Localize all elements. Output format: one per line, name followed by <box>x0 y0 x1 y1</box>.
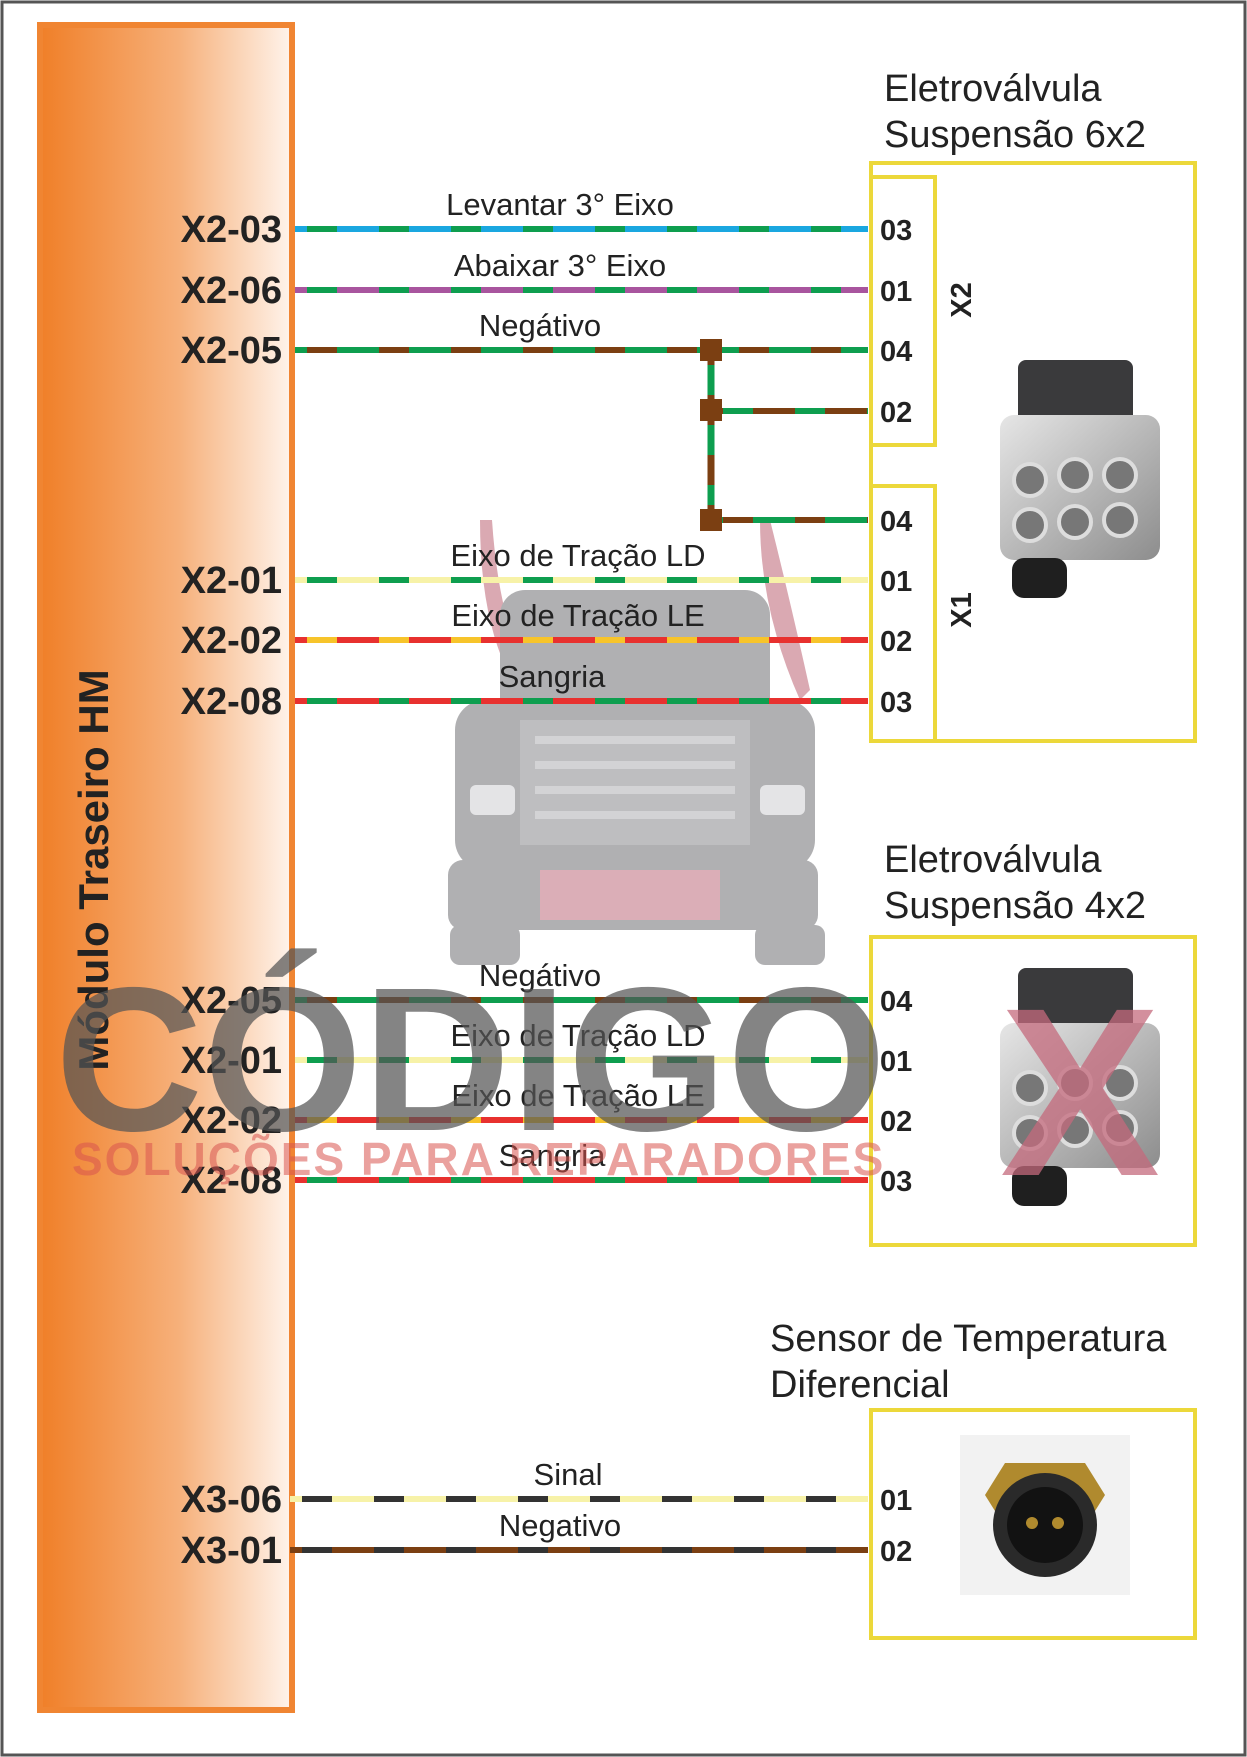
watermark-main: CÓDIGO <box>55 945 886 1174</box>
terminal-label: 02 <box>880 397 912 429</box>
terminal-label: 02 <box>880 1106 912 1138</box>
pin-label: X2-02 <box>181 620 282 662</box>
pin-label: X2-08 <box>181 681 282 723</box>
wires-layer <box>290 226 868 1553</box>
terminal-label: 03 <box>880 215 912 247</box>
wire-label: Eixo de Tração LE <box>451 598 704 633</box>
wire-label: Negativo <box>499 1508 621 1543</box>
pin-label: X2-01 <box>181 560 282 602</box>
pin-label: X3-06 <box>181 1479 282 1521</box>
connector-x1-label: X1 <box>946 592 978 627</box>
temp-sensor-box <box>869 1408 1197 1640</box>
pin-label: X2-08 <box>181 1160 282 1202</box>
wire-label: Negátivo <box>479 958 601 993</box>
valve-6x2-box <box>869 161 1197 743</box>
wire-label: Sinal <box>534 1457 603 1492</box>
terminal-label: 04 <box>880 986 912 1018</box>
pin-label: X2-01 <box>181 1040 282 1082</box>
wire-label: Levantar 3° Eixo <box>446 187 674 222</box>
solenoid-valve-6x2-icon <box>1000 360 1160 598</box>
pin-label: X3-01 <box>181 1530 282 1572</box>
connector-x2-label: X2 <box>946 282 978 317</box>
pin-label: X2-06 <box>181 270 282 312</box>
valve-6x2-title-2: Suspensão 6x2 <box>884 114 1146 156</box>
temp-sensor-title-2: Diferencial <box>770 1364 950 1406</box>
terminal-label: 02 <box>880 1536 912 1568</box>
connector-x2-box <box>869 175 937 447</box>
wire-label: Eixo de Tração LD <box>450 538 705 573</box>
wire-label: Negátivo <box>479 308 601 343</box>
wire-label: Eixo de Tração LE <box>451 1078 704 1113</box>
negative-splice <box>700 339 722 531</box>
terminal-label: 03 <box>880 1166 912 1198</box>
pin-label: X2-03 <box>181 209 282 251</box>
pin-label: X2-05 <box>181 980 282 1022</box>
valve-6x2-title-1: Eletroválvula <box>884 68 1102 110</box>
valve-4x2-title-1: Eletroválvula <box>884 839 1102 881</box>
pin-label: X2-02 <box>181 1100 282 1142</box>
connector-x1-box <box>869 484 937 743</box>
terminal-label: 02 <box>880 626 912 658</box>
pin-label: X2-05 <box>181 330 282 372</box>
terminal-label: 04 <box>880 506 912 538</box>
temp-sensor-title-1: Sensor de Temperatura <box>770 1318 1167 1360</box>
watermark-x: X <box>1000 958 1160 1226</box>
terminal-label: 03 <box>880 687 912 719</box>
module-title: Módulo Traseiro HM <box>70 669 117 1070</box>
codigo-watermark: CÓDIGO X SOLUÇÕES PARA REPARADORES <box>55 945 1160 1226</box>
terminal-label: 01 <box>880 1046 912 1078</box>
rear-module-bar <box>37 22 295 1713</box>
terminal-label: 04 <box>880 336 912 368</box>
watermark-sub: SOLUÇÕES PARA REPARADORES <box>72 1133 885 1185</box>
temperature-sensor-icon <box>960 1435 1130 1595</box>
wire-label: Eixo de Tração LD <box>450 1018 705 1053</box>
truck-watermark <box>448 520 825 965</box>
valve-4x2-box <box>869 935 1197 1247</box>
solenoid-valve-4x2-icon <box>1000 968 1160 1206</box>
wire-label: Sangria <box>499 1138 607 1173</box>
valve-4x2-title-2: Suspensão 4x2 <box>884 885 1146 927</box>
terminal-label: 01 <box>880 566 912 598</box>
terminal-label: 01 <box>880 276 912 308</box>
terminal-label: 01 <box>880 1485 912 1517</box>
wire-label: Sangria <box>499 659 607 694</box>
wire-label: Abaixar 3° Eixo <box>454 248 666 283</box>
